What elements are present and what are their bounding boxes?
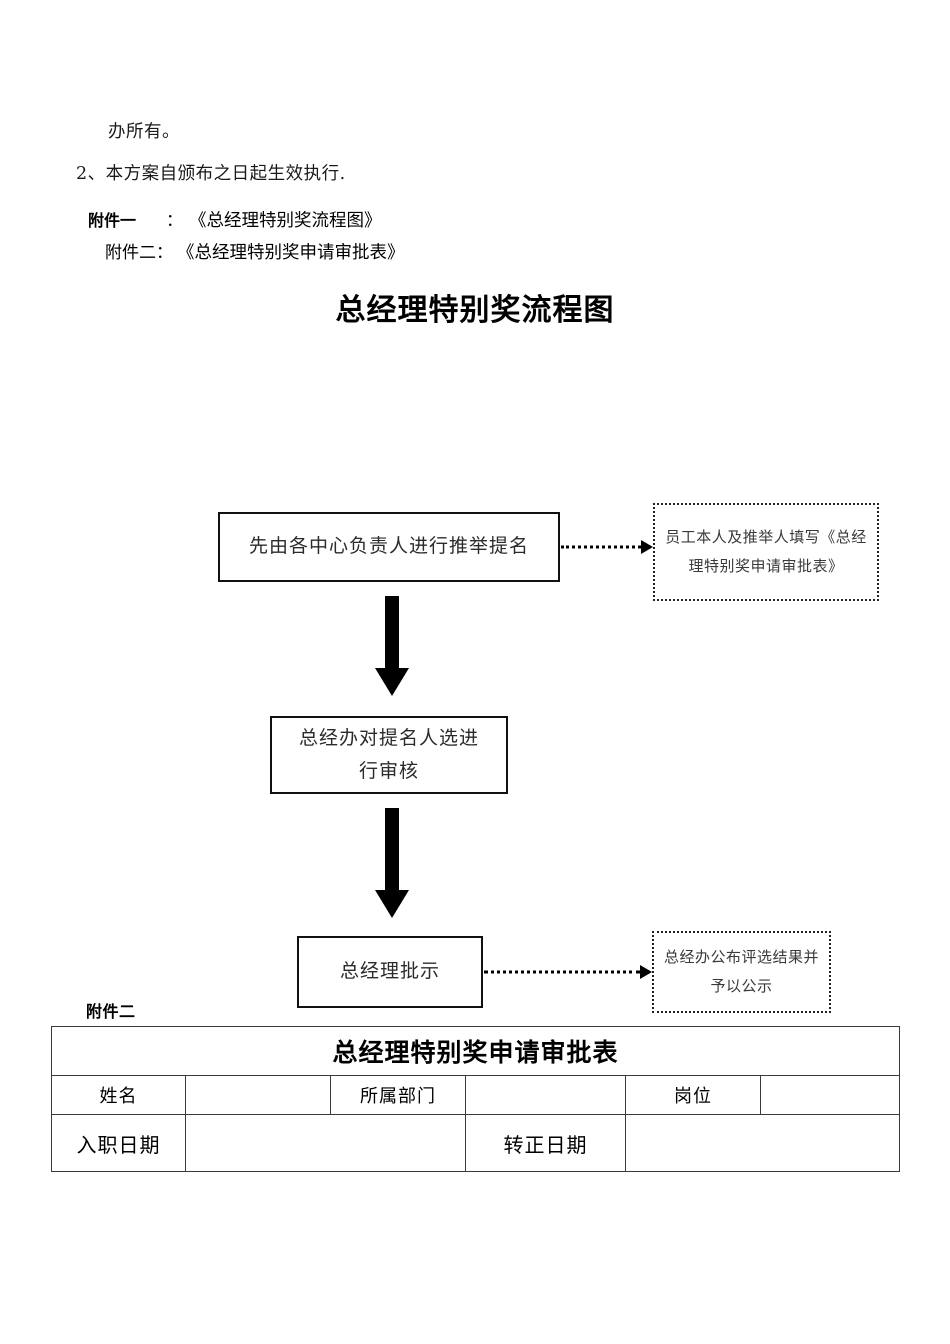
paragraph-continuation: 办所有。: [108, 122, 180, 142]
flow-note-1-box: 员工本人及推举人填写《总经理特别奖申请审批表》: [653, 503, 879, 601]
dotted-arrow-icon-2: [484, 965, 652, 979]
table-row-title: 总经理特别奖申请审批表: [50, 1026, 901, 1076]
flowchart-title: 总经理特别奖流程图: [335, 293, 615, 328]
value-department[interactable]: [465, 1075, 626, 1115]
dotted-line: [484, 970, 640, 974]
clause-2-text: 2、本方案自颁布之日起生效执行.: [76, 164, 346, 184]
dotted-arrow-icon-1: [561, 540, 653, 554]
label-hire-date: 入职日期: [51, 1114, 186, 1172]
value-regular-date[interactable]: [624, 1114, 901, 1172]
arrow-shaft: [385, 808, 399, 890]
attachment-one-value: 《总经理特别奖流程图》: [189, 211, 382, 231]
attachment-two-row: 附件二：《总经理特别奖申请审批表》: [105, 238, 405, 264]
attachment-one-key: 附件一: [88, 211, 137, 230]
approval-form-table: 总经理特别奖申请审批表 姓名 所属部门 岗位 入职日期 转正日期: [50, 1026, 901, 1172]
dotted-line: [561, 545, 641, 549]
down-arrow-icon-2: [372, 808, 412, 918]
attachment-two-section-label: 附件二: [86, 1002, 136, 1021]
flow-step-3-box: 总经理批示: [297, 936, 483, 1008]
value-name[interactable]: [185, 1075, 331, 1115]
attachment-two-key: 附件二: [105, 243, 156, 263]
arrow-head: [640, 965, 652, 979]
arrow-shaft: [385, 596, 399, 668]
arrow-head: [375, 668, 409, 696]
arrow-head: [641, 540, 653, 554]
value-position[interactable]: [759, 1075, 901, 1115]
label-position: 岗位: [625, 1075, 761, 1115]
attachment-one-colon: ：: [166, 211, 184, 231]
table-row: 入职日期 转正日期: [51, 1114, 901, 1172]
value-hire-date[interactable]: [185, 1114, 466, 1172]
down-arrow-icon-1: [372, 596, 412, 696]
attachment-two-colon: ：: [156, 243, 173, 263]
table-row: 姓名 所属部门 岗位: [51, 1075, 901, 1115]
arrow-head: [375, 890, 409, 918]
label-department: 所属部门: [330, 1075, 466, 1115]
attachment-two-value: 《总经理特别奖申请审批表》: [177, 243, 405, 263]
label-regular-date: 转正日期: [465, 1114, 626, 1172]
label-name: 姓名: [51, 1075, 186, 1115]
table-title-cell: 总经理特别奖申请审批表: [50, 1026, 901, 1076]
flow-step-2-box: 总经办对提名人选进 行审核: [270, 716, 508, 794]
attachment-one-row: 附件一 ：《总经理特别奖流程图》: [88, 206, 382, 232]
flow-note-2-box: 总经办公布评选结果并予以公示: [652, 931, 831, 1013]
flow-step-1-box: 先由各中心负责人进行推举提名: [218, 512, 560, 582]
